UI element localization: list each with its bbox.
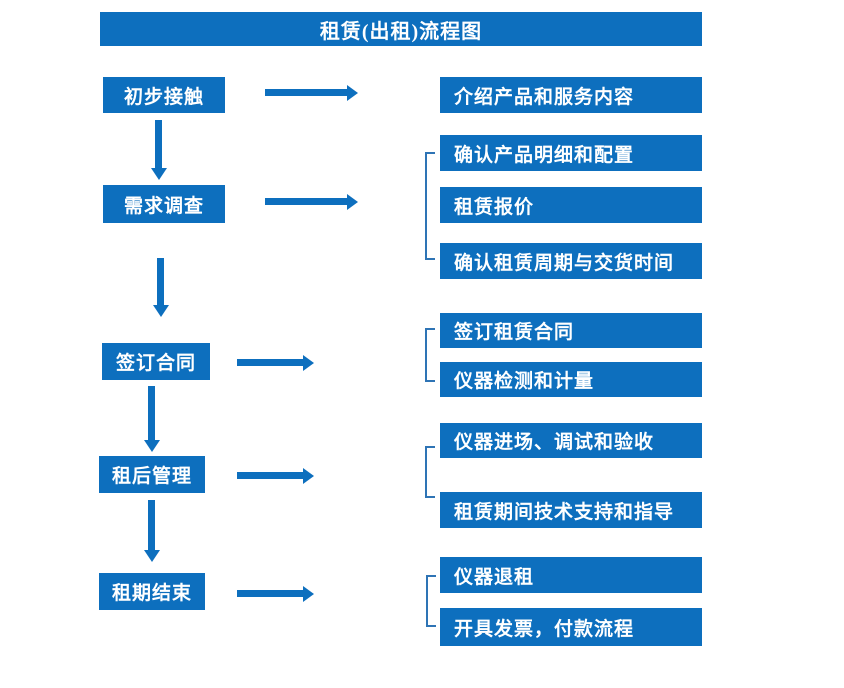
bracket-stage2-details: [425, 152, 435, 260]
down-arrow-2: [152, 258, 169, 317]
detail-box-rental-quotation: 租赁报价: [440, 187, 702, 223]
stage-box-sign-contract: 签订合同: [102, 343, 210, 380]
detail-box-technical-support: 租赁期间技术支持和指导: [440, 492, 702, 528]
down-arrow-4: [143, 500, 160, 562]
detail-box-confirm-product-config: 确认产品明细和配置: [440, 135, 702, 171]
right-arrow-stage1: [265, 84, 358, 101]
detail-box-invoice-payment: 开具发票，付款流程: [440, 608, 702, 646]
bracket-stage5-details: [426, 575, 436, 627]
bracket-stage4-details: [425, 446, 435, 498]
flowchart-title: 租赁(出租)流程图: [100, 12, 702, 46]
stage-box-post-rental-management: 租后管理: [99, 456, 205, 493]
detail-box-instrument-setup-acceptance: 仪器进场、调试和验收: [440, 423, 702, 458]
detail-box-instrument-testing: 仪器检测和计量: [440, 362, 702, 397]
detail-box-instrument-return: 仪器退租: [440, 557, 702, 593]
stage-box-demand-survey: 需求调查: [103, 185, 225, 223]
right-arrow-stage4: [237, 467, 314, 484]
right-arrow-stage3: [237, 354, 314, 371]
right-arrow-stage2: [265, 193, 358, 210]
detail-box-confirm-period-delivery: 确认租赁周期与交货时间: [440, 243, 702, 279]
right-arrow-stage5: [237, 585, 314, 602]
down-arrow-1: [150, 120, 167, 180]
stage-box-rental-end: 租期结束: [99, 573, 205, 610]
bracket-stage3-details: [425, 328, 435, 382]
detail-box-introduce-products: 介绍产品和服务内容: [440, 77, 702, 113]
down-arrow-3: [143, 386, 160, 452]
detail-box-sign-rental-contract: 签订租赁合同: [440, 313, 702, 348]
stage-box-initial-contact: 初步接触: [103, 77, 225, 113]
